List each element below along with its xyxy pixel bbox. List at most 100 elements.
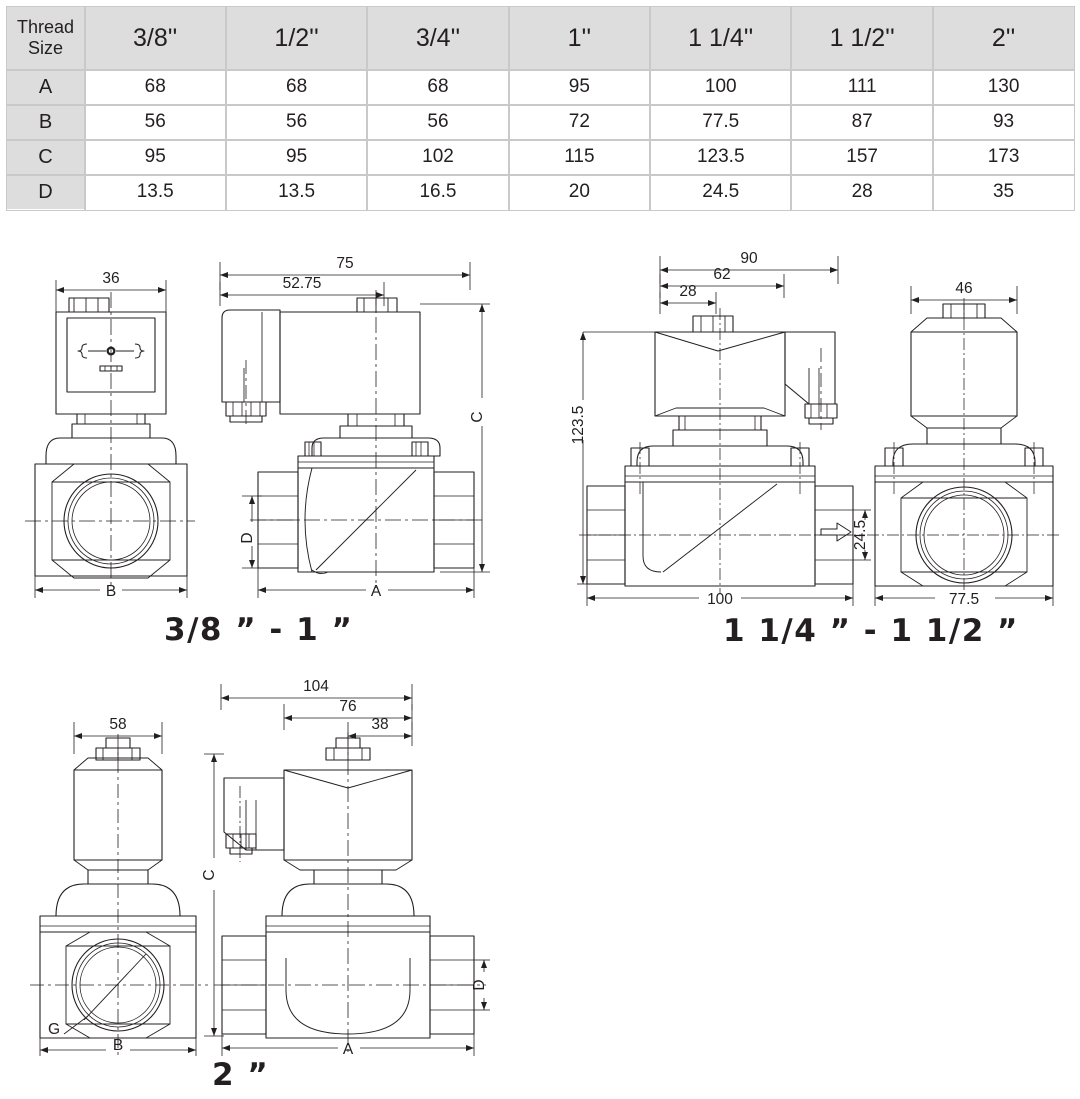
dimension-label-A-large: A (343, 1041, 354, 1058)
dimension-D (242, 495, 262, 569)
dimension-A-large (221, 1034, 475, 1056)
dimension-label-104: 104 (303, 678, 329, 695)
table-cell: 56 (224, 103, 369, 141)
dimension-100 (586, 584, 854, 606)
dimension-58 (73, 722, 163, 754)
dimension-52-75 (219, 282, 385, 306)
centerline (30, 734, 208, 1056)
dimension-C-large (204, 753, 224, 1037)
table-cell: 123.5 (649, 138, 793, 176)
table-cell: 157 (790, 138, 934, 176)
table-cell: 28 (790, 173, 934, 211)
column-header: 1/2'' (224, 5, 369, 71)
dimension-D-large (474, 959, 490, 1011)
table-cell: 24.5 (649, 173, 793, 211)
dimension-label-B-large: B (113, 1037, 123, 1054)
dimension-label-C-large: C (201, 869, 218, 880)
table-cell: 56 (366, 103, 510, 141)
dimension-label-36: 36 (102, 270, 119, 287)
figure-small-valve: 36 (25, 250, 500, 610)
table-cell: 68 (366, 68, 510, 106)
table-cell: 87 (790, 103, 934, 141)
row-label: D (5, 173, 86, 211)
row-label: C (5, 138, 86, 176)
table-cell: 93 (931, 103, 1076, 141)
dimension-label-76: 76 (339, 698, 356, 715)
table-cell: 130 (931, 68, 1076, 106)
centerline (579, 308, 865, 594)
table-cell: 111 (790, 68, 934, 106)
table-cell: 77.5 (649, 103, 793, 141)
column-header: 1 1/2'' (790, 5, 934, 71)
dimension-label-D-large: D (471, 979, 488, 990)
end-view-large: 58 G (30, 716, 208, 1056)
table-cell: 95 (83, 138, 227, 176)
dimension-24-5 (853, 509, 871, 561)
table-row: D 13.5 13.5 16.5 20 24.5 28 35 (5, 173, 1076, 211)
figure-large-caption: 2 ” (212, 1057, 270, 1093)
column-header: 2'' (931, 5, 1076, 71)
end-view-medium: 46 (867, 280, 1061, 608)
dimension-label-90: 90 (740, 250, 758, 267)
dimension-label-58: 58 (109, 716, 126, 733)
column-header: 3/4'' (366, 5, 510, 71)
dimension-label-46: 46 (955, 280, 972, 297)
dimension-label-75: 75 (336, 255, 353, 272)
table-cell: 56 (83, 103, 227, 141)
dimension-90 (659, 256, 839, 284)
figure-small-caption: 3/8 ” - 1 ” (164, 612, 354, 648)
row-label: B (5, 103, 86, 141)
dimension-36 (55, 280, 167, 312)
table-row: B 56 56 56 72 77.5 87 93 (5, 103, 1076, 141)
table-cell: 20 (507, 173, 652, 211)
dimension-104 (220, 684, 413, 710)
dimension-label-100: 100 (707, 591, 733, 608)
table-corner-header: Thread Size (5, 5, 86, 71)
dimension-label-D: D (239, 532, 256, 543)
figure-medium-valve: 90 62 28 (570, 248, 1075, 610)
dimension-label-B: B (106, 583, 116, 600)
dimension-label-77-5: 77.5 (949, 591, 979, 608)
dimension-77-5 (874, 586, 1054, 606)
dimension-28 (659, 292, 717, 314)
dimension-label-28: 28 (679, 283, 696, 300)
dimension-C (420, 303, 490, 573)
dimension-label-62: 62 (713, 266, 730, 283)
dimension-B-large (39, 1038, 197, 1056)
flow-arrow-icon (820, 522, 852, 542)
dimension-label-24-5: 24.5 (852, 520, 869, 550)
table-cell: 100 (649, 68, 793, 106)
table-cell: 68 (83, 68, 227, 106)
dimension-123-5 (577, 331, 655, 585)
table-row: A 68 68 68 95 100 111 130 (5, 68, 1076, 106)
dimension-label-C: C (469, 411, 486, 422)
table-cell: 102 (366, 138, 510, 176)
centerline (214, 732, 486, 1054)
row-label: A (5, 68, 86, 106)
table-cell: 95 (507, 68, 652, 106)
leader-line-G (63, 1015, 89, 1035)
table-cell: 72 (507, 103, 652, 141)
centerline (250, 290, 486, 588)
dimension-label-A: A (371, 583, 382, 600)
table-cell: 68 (224, 68, 369, 106)
dimension-A (257, 568, 475, 598)
centerline (867, 298, 1061, 594)
table-cell: 173 (931, 138, 1076, 176)
front-view-small: 75 52.75 (219, 255, 490, 600)
dimension-label-123-5: 123.5 (570, 406, 587, 445)
dimension-label-38: 38 (371, 716, 388, 733)
corner-label-line2: Size (27, 38, 63, 58)
corner-label-line1: Thread (16, 17, 75, 38)
figure-large-valve: 58 G (18, 678, 498, 1058)
dimension-label-52-75: 52.75 (283, 275, 322, 292)
table-cell: 13.5 (83, 173, 227, 211)
end-view-small: 36 (25, 270, 195, 600)
centerline (25, 292, 195, 590)
column-header: 3/8'' (83, 5, 227, 71)
front-view-medium: 90 62 28 (570, 250, 871, 608)
table-header-row: Thread Size 3/8'' 1/2'' 3/4'' 1'' 1 1/4'… (5, 5, 1076, 71)
column-header: 1 1/4'' (649, 5, 793, 71)
table-cell: 115 (507, 138, 652, 176)
dimension-label-G: G (48, 1021, 60, 1038)
